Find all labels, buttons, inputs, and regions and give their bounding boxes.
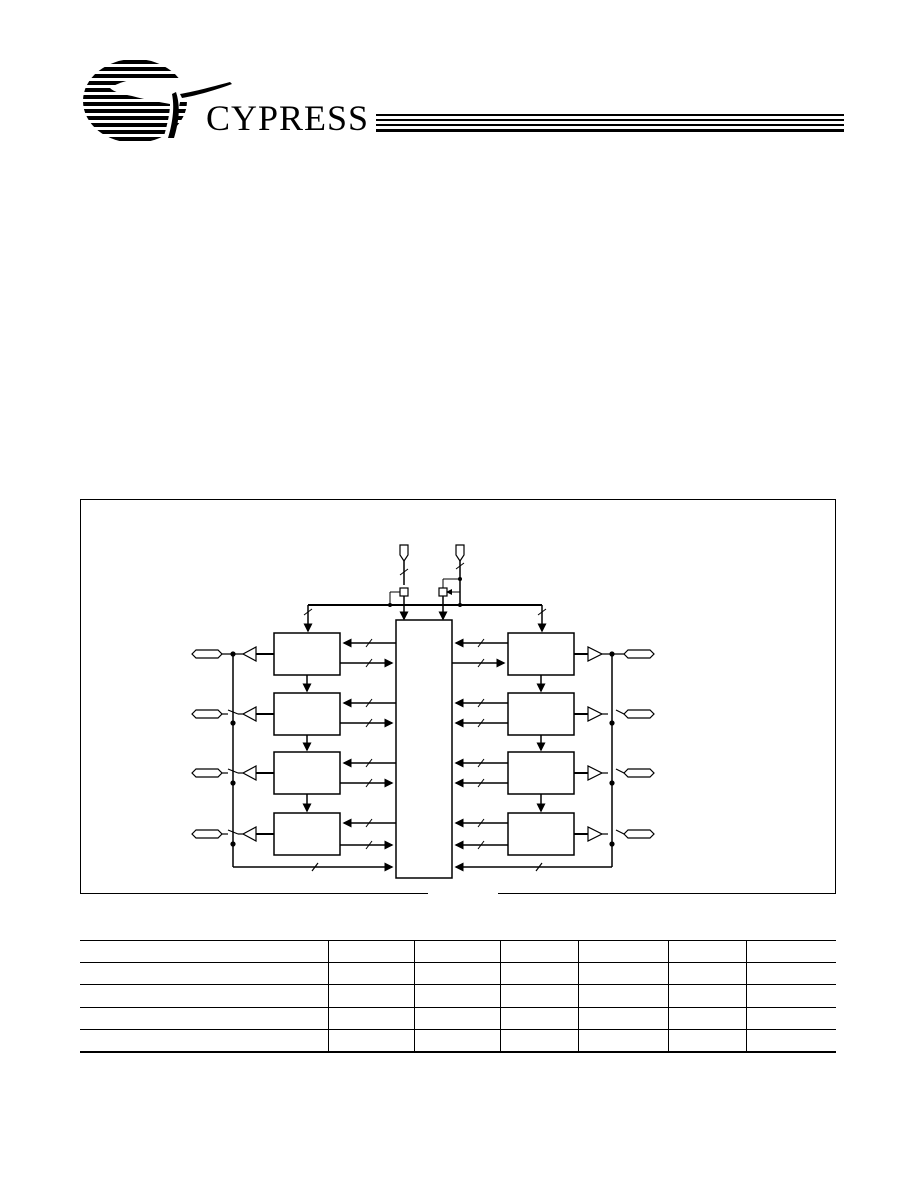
input-pin-right xyxy=(438,544,465,621)
table-row xyxy=(80,1029,836,1053)
table-row xyxy=(80,939,836,964)
frame-gap xyxy=(428,889,498,897)
cypress-logo-icon xyxy=(83,60,232,141)
brand-name: CYPRESS xyxy=(206,98,370,138)
right-blocks xyxy=(507,632,575,856)
left-io xyxy=(191,645,394,872)
spec-table xyxy=(80,939,836,1053)
central-block xyxy=(395,619,453,879)
left-blocks xyxy=(273,632,341,856)
table-row xyxy=(80,984,836,1008)
table-row xyxy=(80,1007,836,1030)
right-io xyxy=(454,646,655,872)
header-rule xyxy=(376,114,844,132)
block-diagram xyxy=(191,544,655,897)
input-pin-left xyxy=(388,544,409,621)
table-row xyxy=(80,962,836,986)
